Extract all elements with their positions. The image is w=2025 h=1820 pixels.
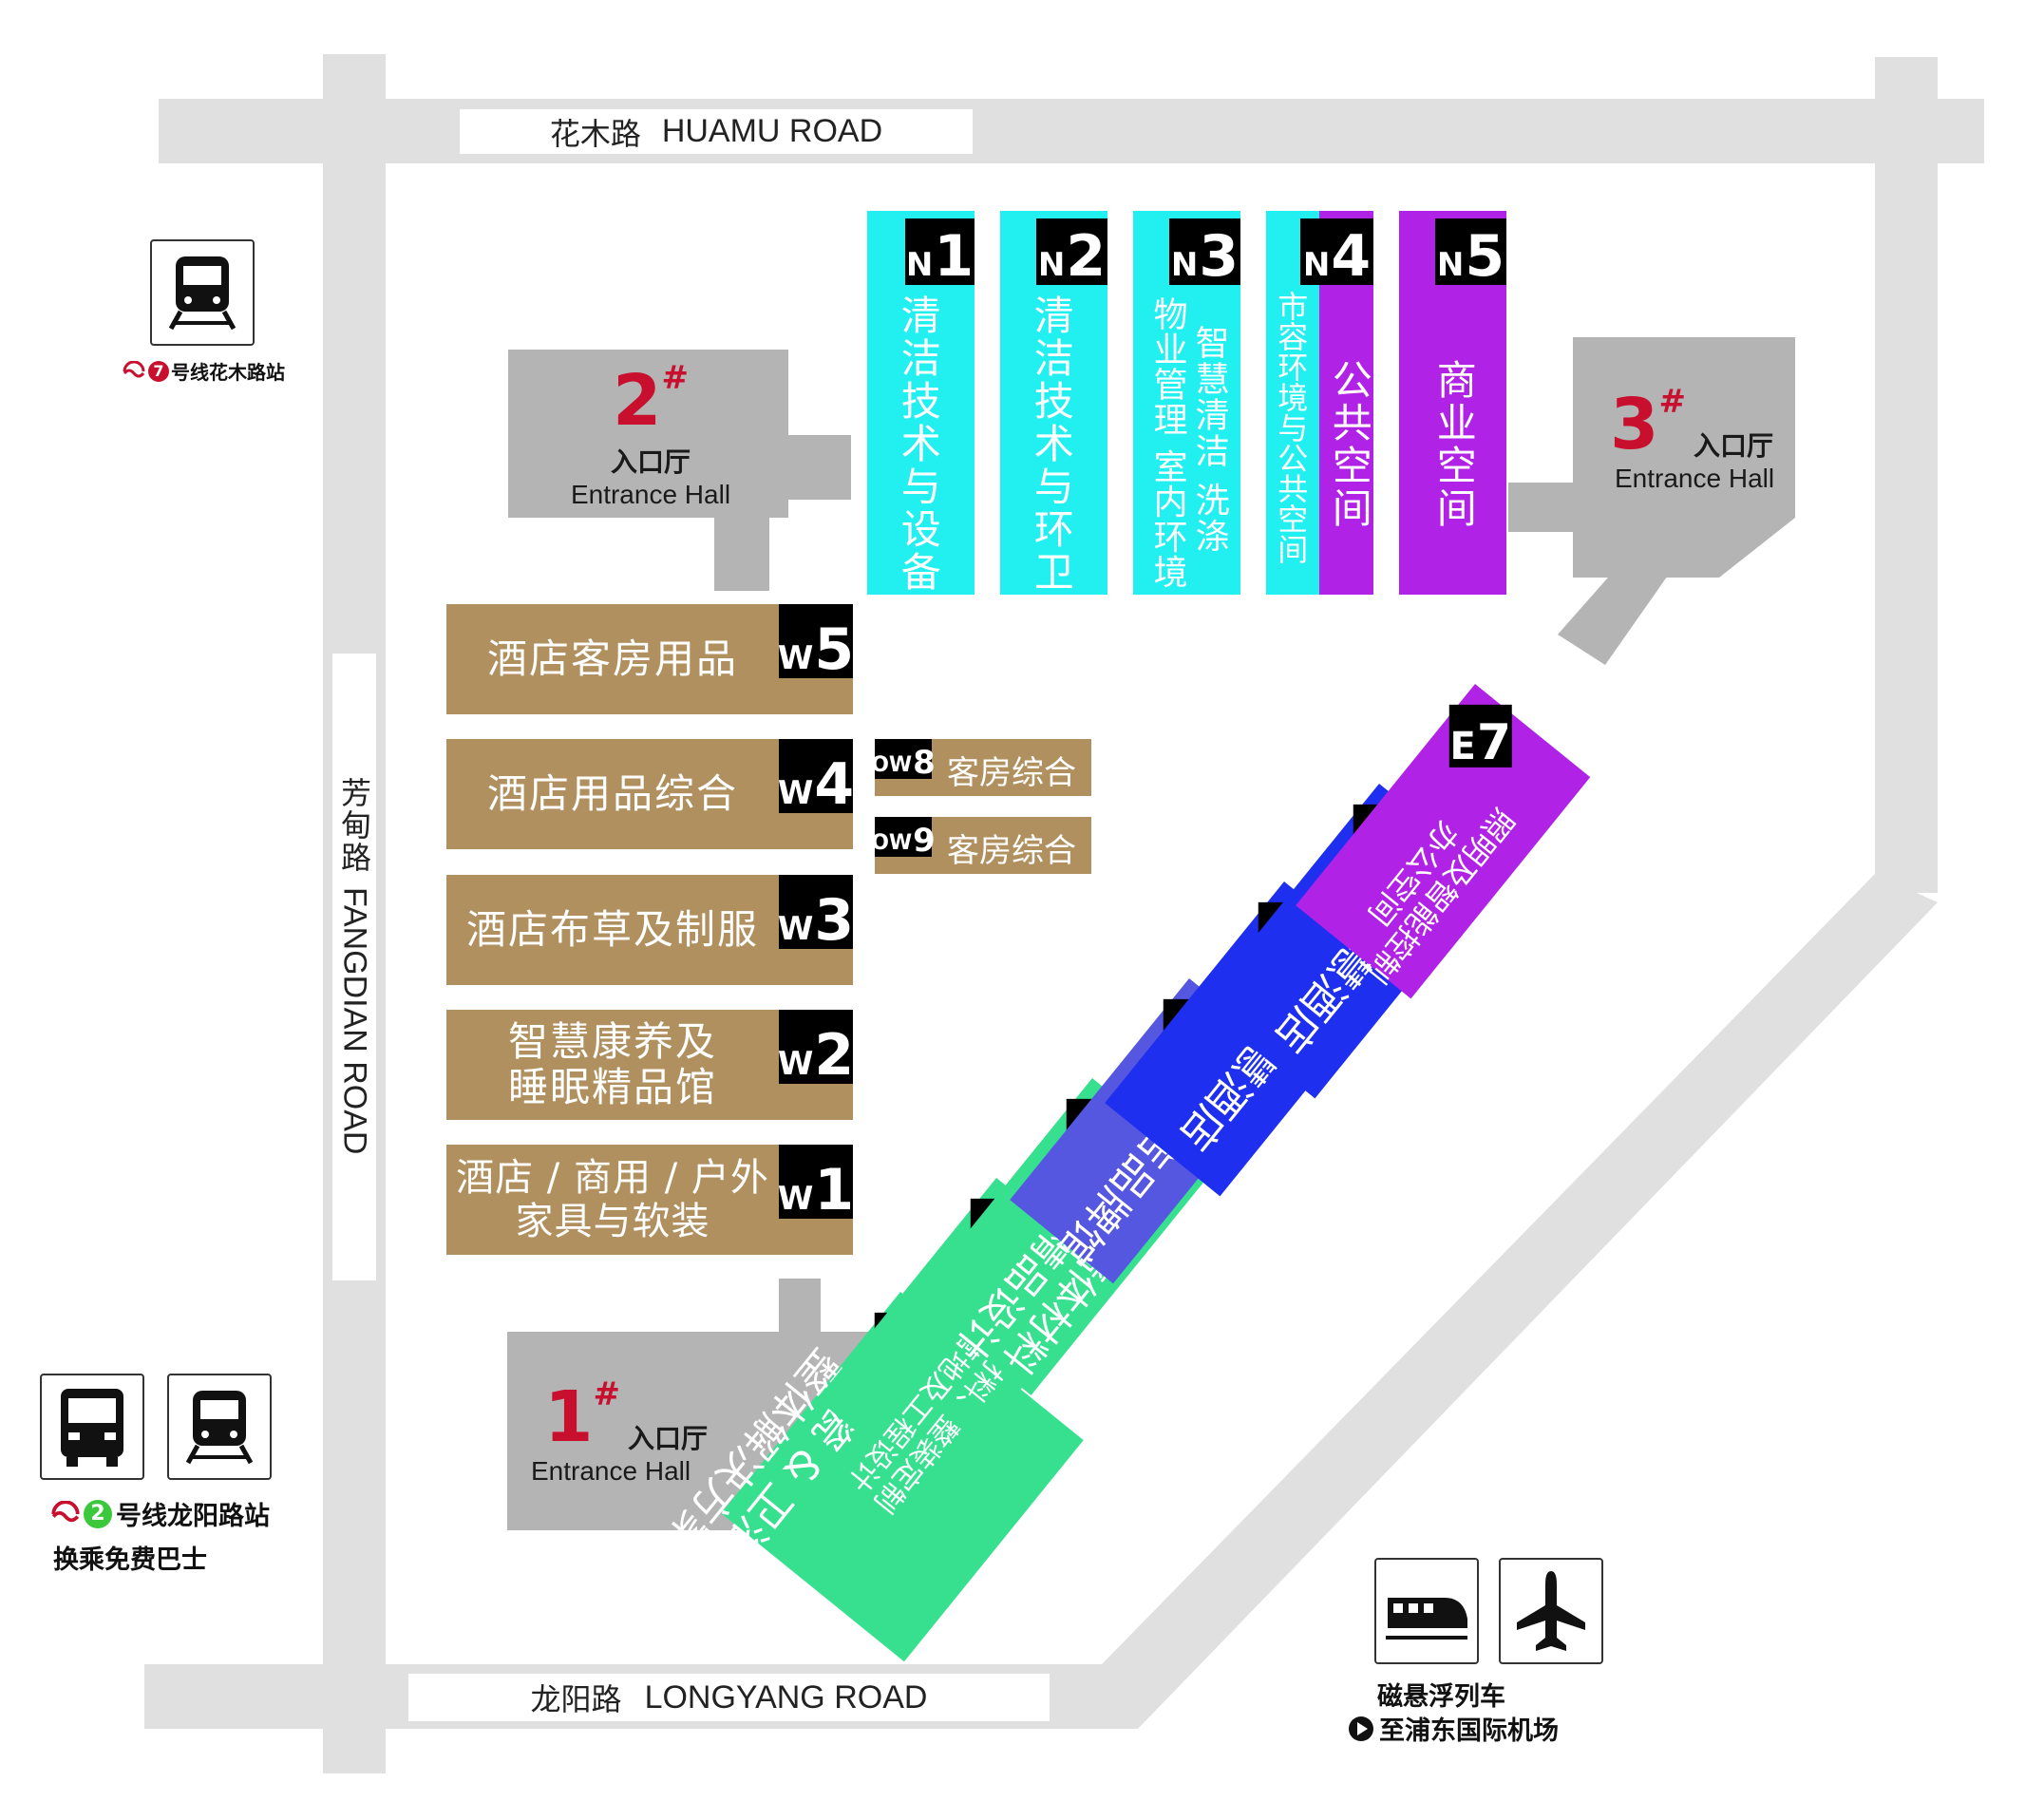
road-name-en: HUAMU ROAD	[661, 113, 883, 149]
label-line-1: 酒店 / 商用 / 户外	[456, 1156, 769, 1200]
entrance-hall-2-label: 2# 入口厅 Entrance Hall	[508, 359, 793, 510]
hall-n4-label-b: 公共空间	[1326, 359, 1373, 530]
entrance-hall-2-connector	[786, 435, 851, 500]
maglev-label: 磁悬浮列车	[1377, 1682, 1505, 1712]
airport-direction: 至浦东国际机场	[1349, 1710, 1559, 1747]
hall-ow8-label: 客房综合	[947, 754, 1076, 792]
shanghai-metro-logo-icon	[51, 1500, 80, 1522]
hall-number: 2#	[613, 359, 689, 442]
hall-ow9-label: 客房综合	[947, 832, 1076, 870]
hall-name-cn: 入口厅	[1694, 430, 1774, 462]
road-name-en: LONGYANG ROAD	[644, 1678, 928, 1716]
hall-w1-label: 酒店 / 商用 / 户外 家具与软装	[446, 1145, 779, 1255]
road-name-cn: 芳甸路	[336, 777, 372, 874]
shanghai-metro-logo-icon	[123, 360, 145, 377]
longyang-road-label: 龙阳路 LONGYANG ROAD	[408, 1674, 1050, 1721]
road-name-cn: 花木路	[549, 115, 641, 152]
hall-w4-label: 酒店用品综合	[486, 769, 738, 817]
label-line-2: 睡眠精品馆	[507, 1064, 717, 1110]
airport-label: 至浦东国际机场	[1379, 1716, 1559, 1746]
hall-number: 3#	[1610, 383, 1686, 465]
line-7-badge: 7	[148, 360, 169, 382]
airplane-icon	[1499, 1558, 1603, 1664]
hall-name-en: Entrance Hall	[531, 1456, 691, 1486]
line2-station: 2 号线龙阳路站	[49, 1495, 270, 1532]
hall-w2-label: 智慧康养及 睡眠精品馆	[446, 1010, 779, 1120]
entrance-hall-2-stem	[714, 513, 769, 591]
metro-icon	[167, 1374, 272, 1480]
hall-n1-label: 清洁技术与设备	[895, 294, 942, 594]
line7-station-name: 号线花木路站	[171, 361, 285, 384]
entrance-hall-1-label: 1# 入口厅 Entrance Hall	[527, 1375, 812, 1487]
hall-n3-label-b: 智慧清洁 洗涤	[1189, 325, 1229, 555]
label-line-2: 家具与软装	[515, 1200, 710, 1243]
bus-icon	[40, 1374, 144, 1480]
entrance-hall-3-label: 3# 入口厅 Entrance Hall	[1577, 383, 1795, 494]
road-name-cn: 龙阳路	[530, 1681, 622, 1717]
play-arrow-icon	[1349, 1716, 1373, 1741]
hall-n2-label: 清洁技术与环卫	[1028, 294, 1075, 594]
entrance-hall-2[interactable]	[508, 350, 788, 518]
fangdian-road-label: 芳甸路 FANGDIAN ROAD	[332, 654, 376, 1280]
road-name-en: FANGDIAN ROAD	[336, 887, 373, 1155]
line2-station-name: 号线龙阳路站	[116, 1502, 270, 1531]
maglev-train-icon	[1374, 1558, 1479, 1664]
hall-number: 1#	[544, 1375, 620, 1458]
hall-name-en: Entrance Hall	[570, 480, 731, 509]
line7-station: 7 号线花木路站	[122, 357, 285, 385]
huamu-road-label: 花木路 HUAMU ROAD	[460, 109, 973, 154]
label-line-1: 智慧康养及	[507, 1017, 717, 1065]
hall-n3-label-a: 物业管理 室内环境	[1147, 296, 1187, 590]
hall-name-en: Entrance Hall	[1615, 464, 1775, 493]
east-road	[1875, 57, 1938, 893]
metro-icon	[150, 239, 255, 346]
hall-name-cn: 入口厅	[628, 1423, 709, 1454]
hall-w5-label: 酒店客房用品	[486, 635, 738, 682]
hall-n5-label: 商业空间	[1430, 359, 1478, 530]
line-2-badge: 2	[84, 1499, 112, 1528]
hall-name-cn: 入口厅	[610, 446, 691, 478]
hall-n4-label-a: 市容环境与公共空间	[1273, 291, 1310, 564]
hall-w3-label: 酒店布草及制服	[465, 905, 759, 953]
free-bus-transfer: 换乘免费巴士	[53, 1545, 207, 1575]
